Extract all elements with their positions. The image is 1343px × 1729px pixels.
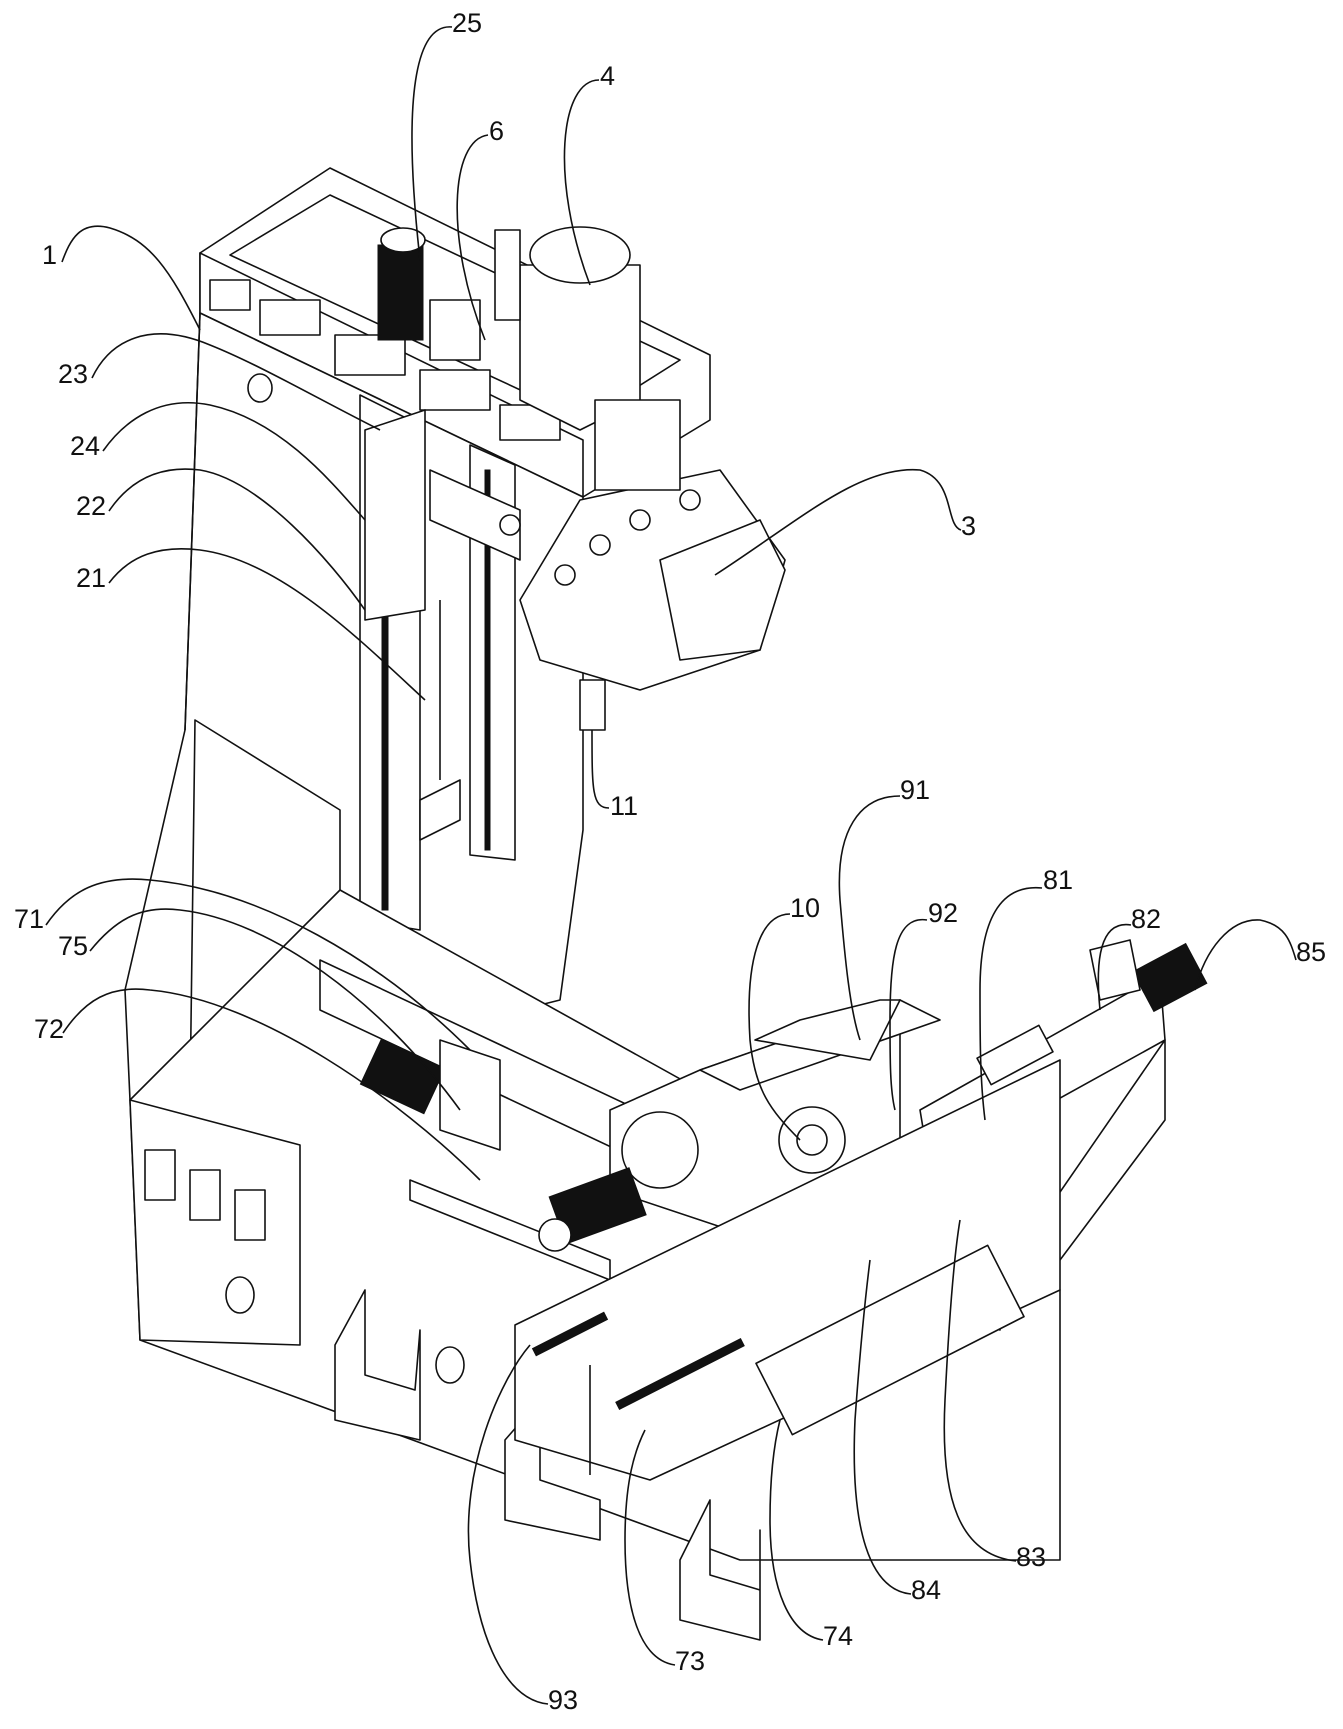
leader-1 bbox=[62, 226, 200, 330]
ref-label-1: 1 bbox=[42, 242, 57, 269]
ref-label-85: 85 bbox=[1296, 939, 1326, 966]
ref-label-11: 11 bbox=[610, 793, 638, 820]
ref-label-81: 81 bbox=[1043, 867, 1073, 894]
ref-label-22: 22 bbox=[76, 493, 106, 520]
ref-label-3: 3 bbox=[961, 513, 976, 540]
ref-label-82: 82 bbox=[1131, 906, 1161, 933]
ref-label-25: 25 bbox=[452, 10, 482, 37]
leader-85 bbox=[1195, 920, 1296, 990]
ref-label-6: 6 bbox=[489, 118, 504, 145]
ref-label-73: 73 bbox=[675, 1648, 705, 1675]
ref-label-4: 4 bbox=[600, 63, 615, 90]
leader-11 bbox=[592, 730, 609, 808]
ref-label-84: 84 bbox=[911, 1577, 941, 1604]
ref-label-71: 71 bbox=[14, 906, 44, 933]
ref-label-72: 72 bbox=[34, 1016, 64, 1043]
ref-label-93: 93 bbox=[548, 1687, 578, 1714]
ref-label-21: 21 bbox=[76, 565, 106, 592]
ref-label-74: 74 bbox=[823, 1623, 853, 1650]
ref-label-83: 83 bbox=[1016, 1544, 1046, 1571]
ref-label-23: 23 bbox=[58, 361, 88, 388]
ref-label-75: 75 bbox=[58, 933, 88, 960]
ref-label-91: 91 bbox=[900, 777, 930, 804]
ref-label-92: 92 bbox=[928, 900, 958, 927]
ref-label-10: 10 bbox=[790, 895, 820, 922]
ref-label-24: 24 bbox=[70, 433, 100, 460]
